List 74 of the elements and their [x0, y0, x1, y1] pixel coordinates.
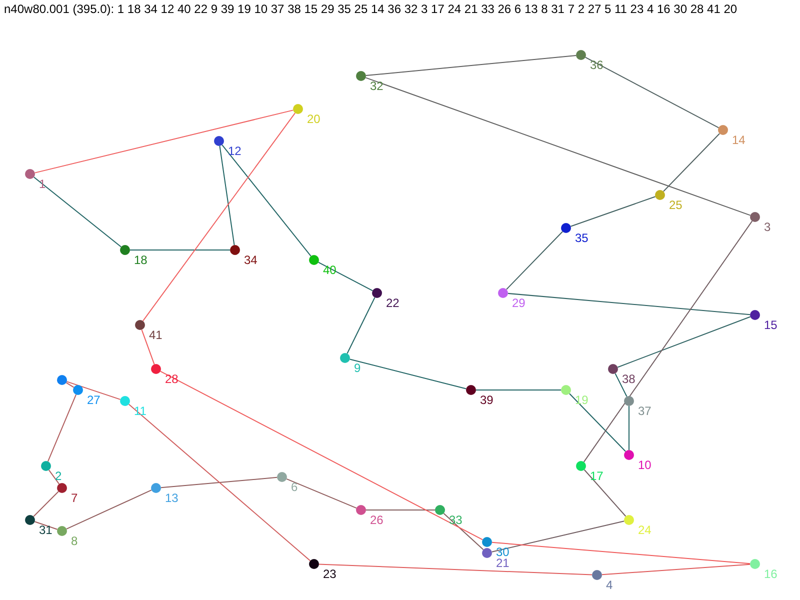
tour-segment: [365, 77, 751, 216]
city-number: 34: [244, 253, 258, 267]
tour-segment: [47, 394, 77, 462]
city-number: 3: [764, 220, 771, 234]
tour-segment: [491, 542, 751, 564]
tour-segment: [584, 56, 720, 128]
city-number: 35: [575, 231, 588, 245]
tour-segment: [34, 110, 294, 174]
tour-segment: [34, 521, 58, 530]
city-number: 17: [590, 469, 604, 483]
city-number: 8: [71, 534, 78, 548]
city-number: 41: [149, 328, 162, 342]
tour-segment: [222, 144, 312, 257]
tour-segment: [66, 490, 152, 530]
tour-segment: [617, 316, 751, 368]
tour-segment: [584, 469, 626, 517]
city-number: 23: [323, 567, 336, 581]
tour-segment: [160, 476, 278, 488]
city-number: 24: [638, 523, 652, 537]
city-number: 39: [480, 393, 494, 407]
city-number: 18: [134, 253, 148, 267]
city-number: 29: [512, 296, 526, 310]
city-number: 12: [228, 144, 242, 158]
city-number: 31: [39, 523, 52, 537]
tour-segment: [628, 406, 630, 450]
city-number: 26: [370, 513, 384, 527]
city-number: 15: [764, 318, 778, 332]
city-number: 32: [370, 79, 384, 93]
city-number: 19: [575, 393, 588, 407]
tour-segment: [506, 231, 564, 290]
tour-segment: [570, 196, 656, 227]
city-number: 38: [622, 372, 636, 386]
tour-segment: [507, 292, 751, 316]
tour-segment: [568, 393, 626, 452]
tour-segment: [48, 470, 60, 484]
tour-segment: [33, 176, 122, 248]
tour-segment: [662, 133, 720, 192]
tour-segment: [318, 262, 374, 292]
tour-segment: [66, 381, 121, 400]
tour-title: n40w80.001 (395.0): 1 18 34 12 40 22 9 39 19 10 37 38 15 29 35 25 14 36 32 3 17 24 21 33 26 6 13 8 31 7 2 27 5 11 23 4 16 30 28 41 20: [4, 2, 738, 16]
tour-segment: [286, 478, 357, 509]
city-number: 14: [732, 133, 746, 147]
tour-segment: [66, 382, 74, 388]
tour-segment: [602, 564, 750, 576]
city-number: 33: [449, 513, 462, 527]
tour-segment: [614, 372, 628, 398]
city-number: 4: [606, 578, 613, 592]
city-number: 13: [165, 491, 178, 505]
city-number: 6: [291, 480, 298, 494]
tour-segment: [142, 112, 296, 322]
tour-segment: [128, 404, 311, 562]
tour-segment: [346, 296, 376, 354]
tour-segment: [160, 370, 484, 540]
city-number: 25: [669, 198, 682, 212]
city-number: 22: [386, 296, 400, 310]
city-number: 21: [496, 556, 510, 570]
tour-segment: [491, 520, 625, 552]
tour-segment: [219, 145, 235, 246]
tour-segment: [443, 512, 484, 550]
tour-segment: [141, 329, 155, 365]
city-number: 20: [307, 112, 320, 126]
tour-segment: [349, 358, 467, 390]
tour-segment: [365, 54, 577, 76]
city-number: 7: [71, 491, 78, 505]
city-number: 37: [638, 404, 652, 418]
city-number: 10: [638, 458, 652, 472]
tour-segment: [33, 491, 59, 517]
city-number: 16: [764, 567, 778, 581]
tour-segment: [583, 220, 753, 462]
city-number: 27: [87, 393, 100, 407]
city-number: 2: [55, 469, 62, 483]
city-number: 9: [354, 361, 361, 375]
tour-segment: [318, 564, 592, 576]
city-number: 30: [496, 545, 510, 559]
